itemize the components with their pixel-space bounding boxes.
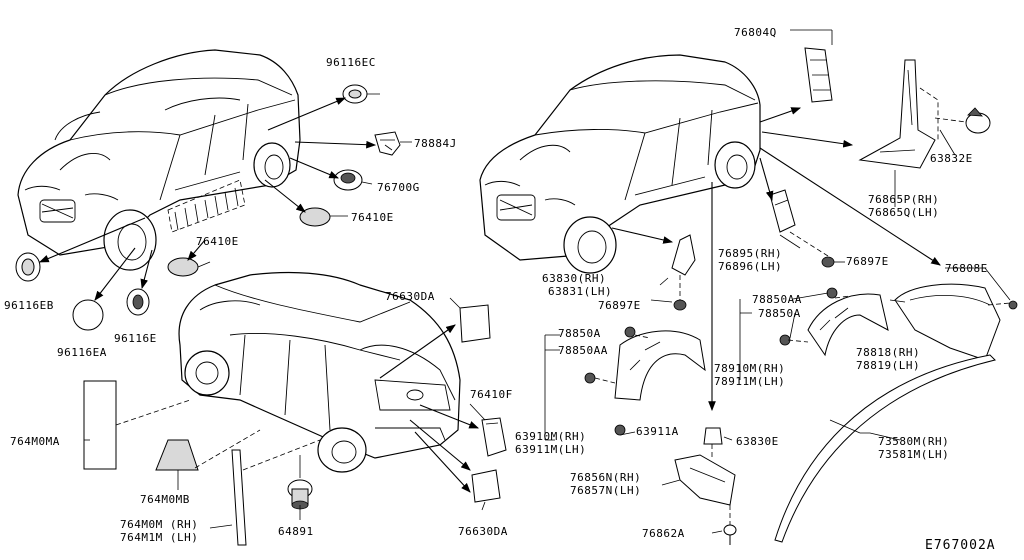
label-78884J: 78884J <box>414 137 457 150</box>
part-96116EA-plug <box>72 299 104 331</box>
part-73580M-moulding <box>774 354 996 543</box>
label-63910M-rh: 63910M(RH) <box>515 430 586 443</box>
part-76410E-plug-b <box>167 257 199 277</box>
label-78850AA-a: 78850AA <box>752 293 802 306</box>
part-76410E-plug-a <box>299 207 331 227</box>
label-76410E-b: 76410E <box>196 235 239 248</box>
part-76804Q-bracket <box>804 47 833 103</box>
diagram-reference-code: E767002A <box>925 538 996 553</box>
label-63830-rh: 63830(RH) <box>542 272 606 285</box>
label-63911A: 63911A <box>636 425 679 438</box>
label-63911M-lh: 63911M(LH) <box>515 443 586 456</box>
part-76862A-screw <box>723 524 737 545</box>
label-76897E-b: 76897E <box>598 299 641 312</box>
part-63910M-front-liner <box>614 330 706 401</box>
label-76804Q: 76804Q <box>734 26 777 39</box>
label-63830E: 63830E <box>736 435 779 448</box>
label-76897E-a: 76897E <box>846 255 889 268</box>
label-96116EA: 96116EA <box>57 346 107 359</box>
label-76410E-a: 76410E <box>351 211 394 224</box>
label-78850A-b: 78850A <box>558 327 601 340</box>
label-76630DA-top: 76630DA <box>385 290 435 303</box>
vehicle-rear-view <box>178 271 461 473</box>
part-764M0M-strip <box>231 449 247 546</box>
label-63832E: 63832E <box>930 152 973 165</box>
label-64891: 64891 <box>278 525 314 538</box>
part-96116E-plug <box>126 288 150 316</box>
label-96116EB: 96116EB <box>4 299 54 312</box>
label-76865P-rh: 76865P(RH) <box>868 193 939 206</box>
part-76897E-screw-a <box>821 256 835 268</box>
label-78910M-rh: 78910M(RH) <box>714 362 785 375</box>
part-76630DA-cover-top <box>459 304 491 343</box>
label-764M0MA: 764M0MA <box>10 435 60 448</box>
label-96116EC: 96116EC <box>326 56 376 69</box>
label-96116E: 96116E <box>114 332 157 345</box>
label-76865Q-lh: 76865Q(LH) <box>868 206 939 219</box>
part-63830-bracket <box>671 234 696 276</box>
part-96116EB-plug <box>15 252 41 282</box>
part-78850A-clip-b <box>624 326 636 338</box>
part-76808E-bolt <box>1008 300 1018 310</box>
part-63832E-clip <box>965 107 991 134</box>
label-73580M-rh: 73580M(RH) <box>878 435 949 448</box>
part-76700G-grommet <box>333 169 363 191</box>
vehicle-front-left-view <box>17 49 301 271</box>
part-76410F-pad <box>481 417 507 457</box>
part-63911A-clip <box>614 424 626 436</box>
label-76630DA-bottom: 76630DA <box>458 525 508 538</box>
label-73581M-lh: 73581M(LH) <box>878 448 949 461</box>
label-76895-rh: 76895(RH) <box>718 247 782 260</box>
label-78850A-a: 78850A <box>758 307 801 320</box>
label-78818-rh: 78818(RH) <box>856 346 920 359</box>
part-96116EC-plug <box>342 84 368 104</box>
label-76856N-rh: 76856N(RH) <box>570 471 641 484</box>
part-76630DA-cover-bottom <box>471 469 501 503</box>
part-764M0MB-panel <box>155 439 199 471</box>
label-764M0M-rh: 764M0M (RH) <box>120 518 198 531</box>
label-76808E: 76808E <box>945 262 988 275</box>
label-76896-lh: 76896(LH) <box>718 260 782 273</box>
label-76700G: 76700G <box>377 181 420 194</box>
part-64891-grommet <box>287 479 313 510</box>
label-63831-lh: 63831(LH) <box>548 285 612 298</box>
label-76857N-lh: 76857N(LH) <box>570 484 641 497</box>
label-76410F: 76410F <box>470 388 513 401</box>
part-78850AA-clip-a <box>826 287 838 299</box>
part-78910M-fender-liner <box>807 293 889 357</box>
part-78850AA-clip-b <box>584 372 596 384</box>
vehicle-front-right-view <box>479 54 761 274</box>
label-76862A: 76862A <box>642 527 685 540</box>
label-78819-lh: 78819(LH) <box>856 359 920 372</box>
part-78884J-clip <box>374 131 401 156</box>
label-764M1M-lh: 764M1M (LH) <box>120 531 198 544</box>
label-78850AA-b: 78850AA <box>558 344 608 357</box>
label-764M0MB: 764M0MB <box>140 493 190 506</box>
part-76856N-mud-guard <box>674 454 736 506</box>
part-76865P-splash-guard <box>858 59 936 169</box>
part-76895-flap <box>769 189 796 233</box>
part-764M0MA-panel <box>83 380 117 470</box>
part-63830E-clip <box>703 427 723 445</box>
label-78911M-lh: 78911M(LH) <box>714 375 785 388</box>
part-76897E-screw-b <box>673 299 687 311</box>
